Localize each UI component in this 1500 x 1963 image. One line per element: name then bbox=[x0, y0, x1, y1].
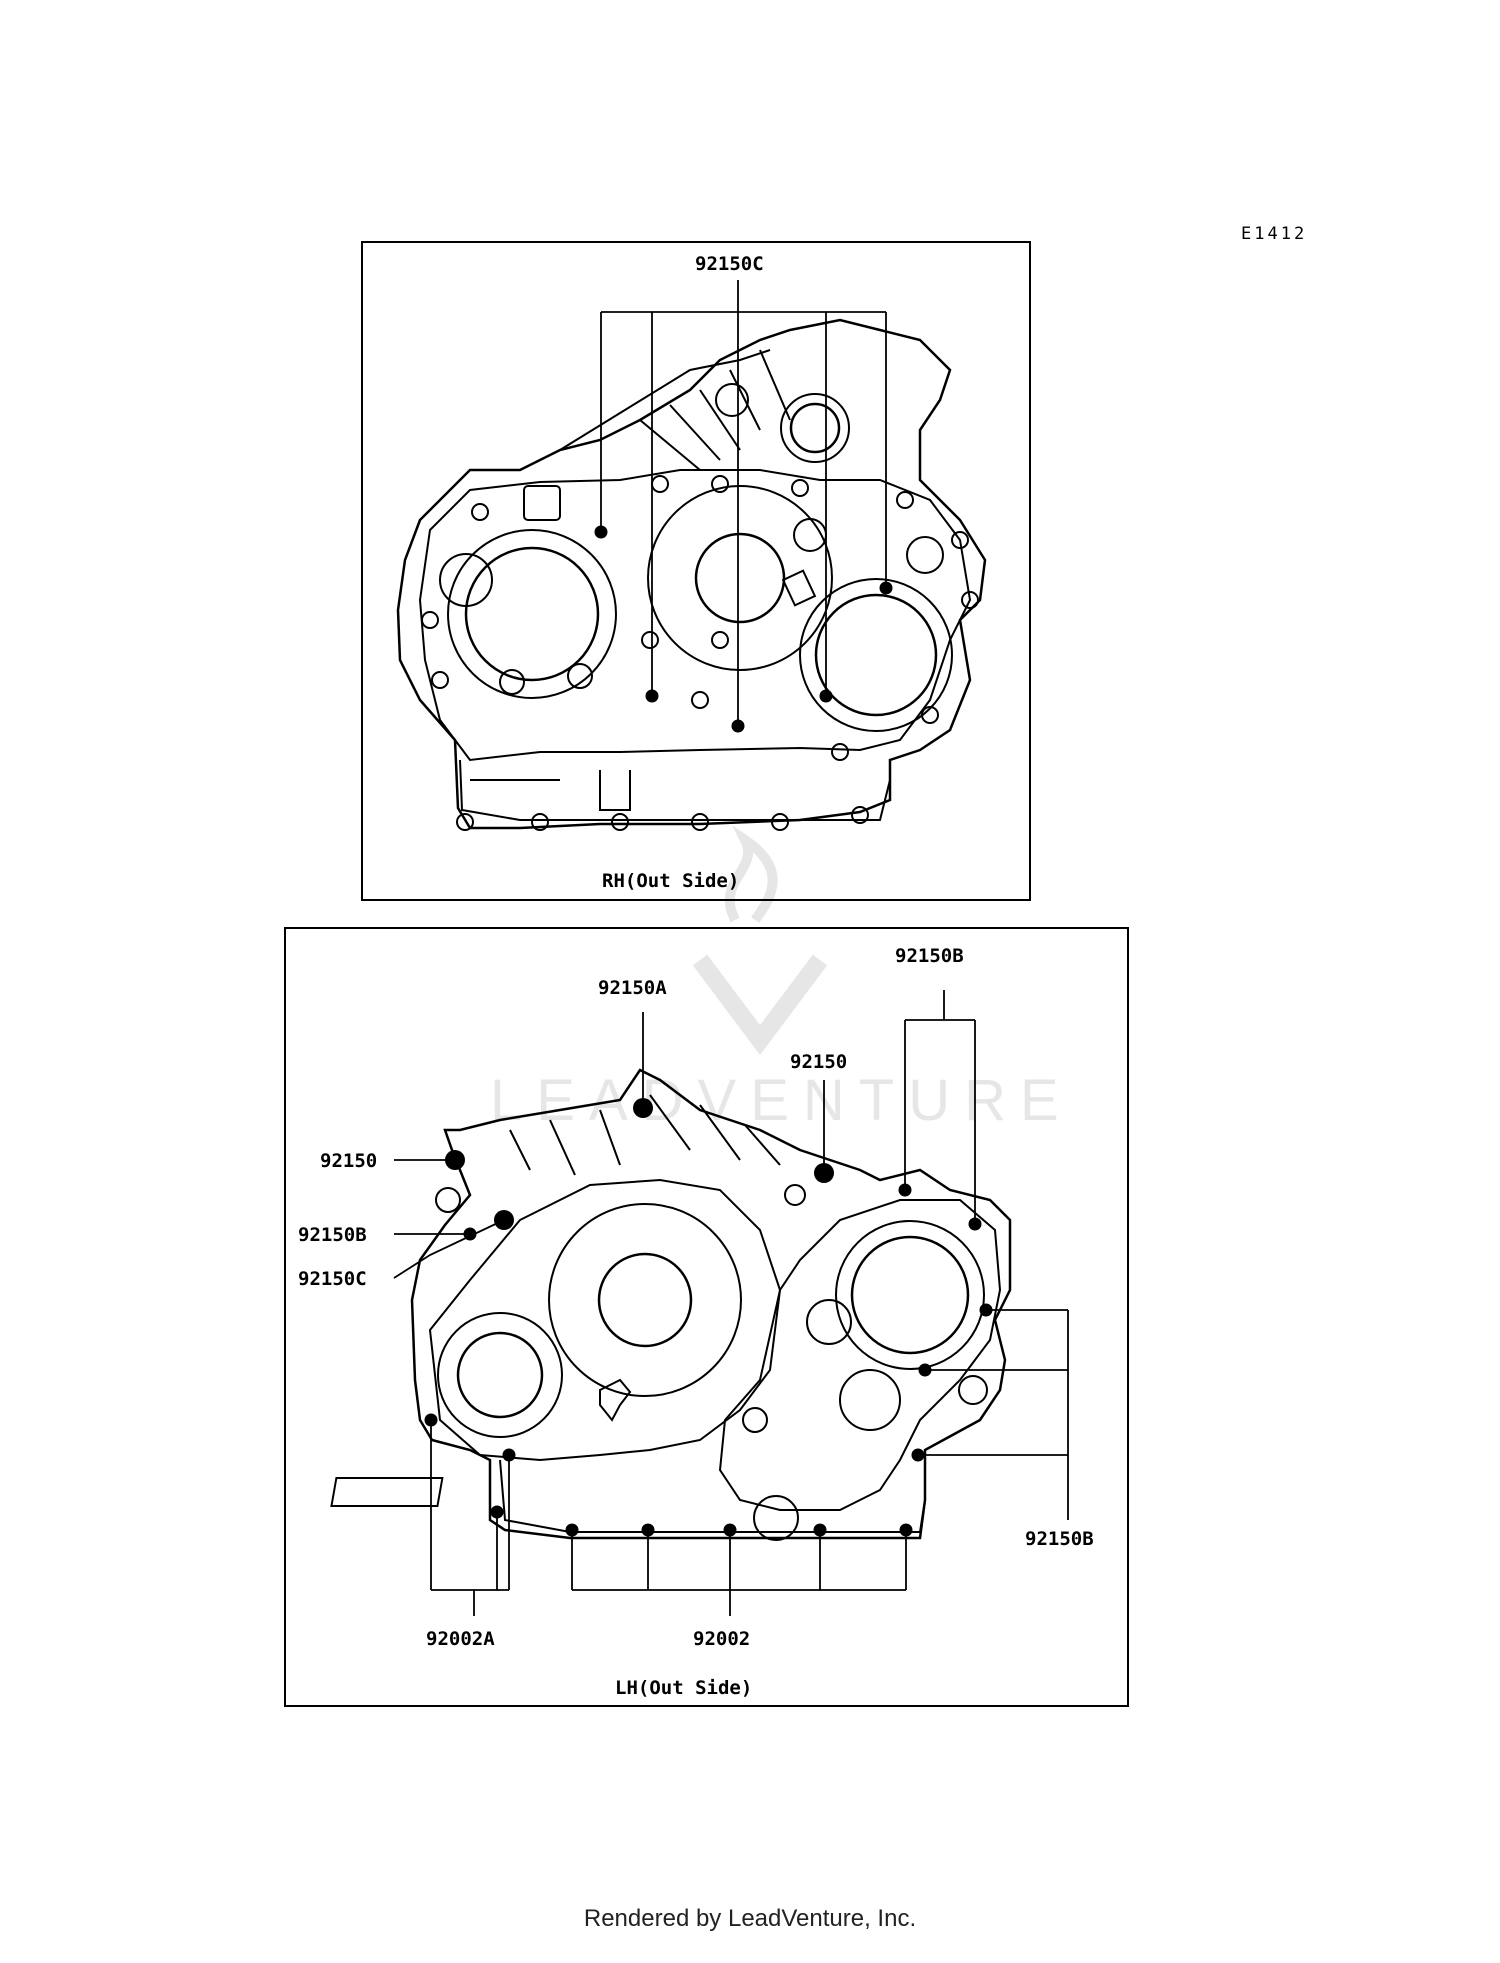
lh-sump bbox=[499, 1459, 926, 1533]
rh-bolt-hole bbox=[645, 689, 659, 703]
lh-crank-bore-left bbox=[456, 1331, 544, 1419]
lh-bolt-hole-92150b-top bbox=[968, 1217, 982, 1231]
lh-bolt-hole-92150-left bbox=[445, 1150, 465, 1170]
label-92150a: 92150A bbox=[598, 977, 667, 999]
rh-crankcase-outline bbox=[396, 318, 987, 830]
lh-inner-gasket bbox=[718, 1199, 1002, 1511]
rh-cylinder-fins bbox=[639, 349, 791, 471]
rh-leader-92150c bbox=[600, 280, 887, 726]
lh-crank-bore-right bbox=[850, 1235, 970, 1355]
diagram-code: E1412 bbox=[1241, 224, 1308, 244]
lh-bolt-hole-92150b-top bbox=[898, 1183, 912, 1197]
rh-panel: 92150C RH(Out Side) bbox=[361, 241, 1031, 901]
label-92150b-left: 92150B bbox=[298, 1224, 367, 1246]
rh-crank-bore-center bbox=[694, 532, 786, 624]
lh-leaders bbox=[393, 990, 1069, 1616]
rh-bolt-holes-92150c bbox=[594, 525, 893, 733]
rh-sump-rib bbox=[470, 770, 631, 811]
lh-dowel-hole-92002 bbox=[565, 1523, 579, 1537]
label-92150-left: 92150 bbox=[320, 1150, 377, 1172]
lh-panel: 92150A 92150B 92150 92150 92150B 92150C … bbox=[284, 927, 1129, 1707]
lh-bolt-hole-92150b-left bbox=[463, 1227, 477, 1241]
lh-bolt-hole-92150-left-lower bbox=[494, 1210, 514, 1230]
label-92150c-left: 92150C bbox=[298, 1268, 367, 1290]
watermark-text: LEADVENTURE bbox=[490, 1068, 1073, 1133]
lh-sump-rib bbox=[330, 1477, 444, 1507]
label-92002: 92002 bbox=[693, 1628, 750, 1650]
rh-bolt-hole bbox=[731, 719, 745, 733]
rh-crank-bore-left bbox=[464, 546, 600, 682]
rh-bolt-hole bbox=[879, 581, 893, 595]
lh-dowel-hole-92002 bbox=[899, 1523, 913, 1537]
lh-dowel-hole-92002 bbox=[641, 1523, 655, 1537]
lh-bolt-hole-92150a bbox=[633, 1098, 653, 1118]
rh-inner-gasket bbox=[418, 469, 972, 762]
lh-cover-gasket bbox=[428, 1178, 782, 1462]
rh-upper-rib bbox=[559, 349, 771, 451]
lh-bolt-hole-92150b-right bbox=[918, 1363, 932, 1377]
lh-dowel-hole-92002a bbox=[424, 1413, 438, 1427]
rh-bolt-hole bbox=[594, 525, 608, 539]
rh-crank-bore-right bbox=[814, 593, 938, 717]
rh-panel-caption: RH(Out Side) bbox=[602, 870, 739, 892]
label-92150c-rh: 92150C bbox=[695, 253, 764, 275]
lh-bolt-holes bbox=[424, 1098, 993, 1537]
lh-panel-frame bbox=[284, 927, 1129, 1707]
watermark: LEADVENTURE bbox=[490, 825, 1073, 1133]
rh-bolt-hole bbox=[819, 689, 833, 703]
lh-dowel-hole-92002 bbox=[723, 1523, 737, 1537]
label-92002a: 92002A bbox=[426, 1628, 495, 1650]
lh-crank-bore-center bbox=[597, 1252, 693, 1348]
footer-credit: Rendered by LeadVenture, Inc. bbox=[583, 1905, 917, 1932]
lh-dowel-hole-92002a bbox=[490, 1505, 504, 1519]
label-92150b-top: 92150B bbox=[895, 945, 964, 967]
lh-bolt-hole-92150-mid bbox=[814, 1163, 834, 1183]
lh-dowel-hole-92002 bbox=[813, 1523, 827, 1537]
lh-crankcase-outline bbox=[410, 1068, 1012, 1540]
lh-bolt-hole-92150b-right bbox=[911, 1448, 925, 1462]
label-92150-mid: 92150 bbox=[790, 1051, 847, 1073]
label-92150b-right: 92150B bbox=[1025, 1528, 1094, 1550]
lh-panel-caption: LH(Out Side) bbox=[615, 1677, 752, 1699]
lh-bolt-hole-92150b-right bbox=[979, 1303, 993, 1317]
lh-cylinder-fins bbox=[509, 1094, 781, 1176]
rh-sump bbox=[459, 759, 891, 821]
rh-boss-top bbox=[789, 402, 841, 454]
lh-dowel-hole-92002a bbox=[502, 1448, 516, 1462]
rh-panel-frame bbox=[361, 241, 1031, 901]
